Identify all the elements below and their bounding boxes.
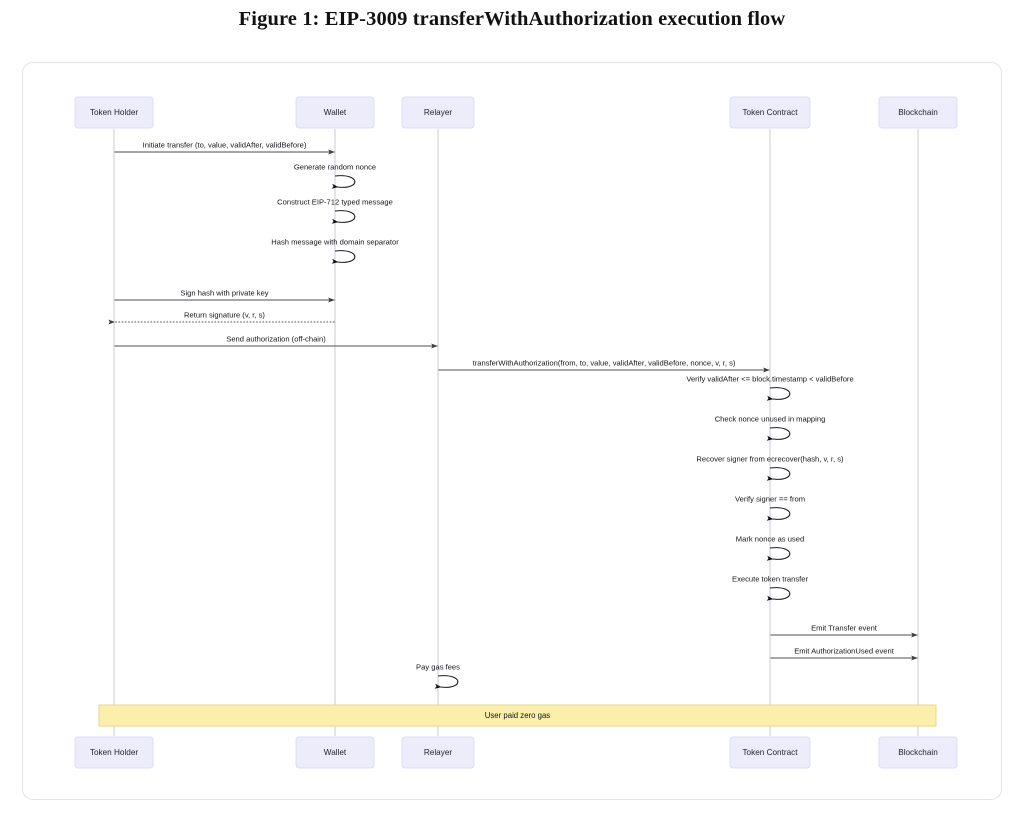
message-label: Pay gas fees bbox=[416, 663, 460, 672]
participant-label: Token Contract bbox=[742, 108, 798, 117]
page-title: Figure 1: EIP-3009 transferWithAuthoriza… bbox=[238, 8, 786, 30]
participant-relayer-top[interactable]: Relayer bbox=[401, 96, 475, 129]
participant-holder-bottom[interactable]: Token Holder bbox=[74, 736, 154, 769]
self-loop-arrow bbox=[766, 507, 791, 521]
participant-contract-bottom[interactable]: Token Contract bbox=[729, 736, 811, 769]
participant-relayer-bottom[interactable]: Relayer bbox=[401, 736, 475, 769]
lifelines-group bbox=[113, 129, 919, 736]
message-9: Verify validAfter <= block.timestamp < v… bbox=[686, 375, 854, 401]
diagram-card: Initiate transfer (to, value, validAfter… bbox=[22, 62, 1002, 800]
message-label: Sign hash with private key bbox=[180, 289, 268, 298]
participant-holder-top[interactable]: Token Holder bbox=[74, 96, 154, 129]
message-label: Initiate transfer (to, value, validAfter… bbox=[143, 141, 307, 150]
participant-label: Relayer bbox=[424, 108, 452, 117]
message-8: transferWithAuthorization(from, to, valu… bbox=[438, 359, 770, 373]
self-loop-arrow bbox=[766, 467, 791, 481]
self-loop-arrow bbox=[766, 547, 791, 561]
sequence-diagram: Initiate transfer (to, value, validAfter… bbox=[74, 96, 958, 769]
message-label: Check nonce unused in mapping bbox=[715, 415, 826, 424]
participant-box bbox=[401, 736, 475, 769]
participant-box bbox=[74, 736, 154, 769]
message-label: Verify validAfter <= block.timestamp < v… bbox=[686, 375, 853, 384]
message-3: Construct EIP-712 typed message bbox=[277, 198, 393, 224]
self-loop-arrow bbox=[331, 210, 356, 224]
message-14: Execute token transfer bbox=[732, 575, 808, 601]
message-label: Mark nonce as used bbox=[736, 535, 804, 544]
self-loop-arrow bbox=[766, 387, 791, 401]
message-1: Initiate transfer (to, value, validAfter… bbox=[114, 141, 335, 155]
participant-box bbox=[729, 96, 811, 129]
message-label: Generate random nonce bbox=[294, 163, 376, 172]
participant-wallet-bottom[interactable]: Wallet bbox=[295, 736, 375, 769]
participant-wallet-top[interactable]: Wallet bbox=[295, 96, 375, 129]
participant-label: Token Holder bbox=[90, 748, 139, 757]
note-box bbox=[98, 704, 937, 727]
message-16: Emit AuthorizationUsed event bbox=[770, 647, 918, 661]
message-label: Construct EIP-712 typed message bbox=[277, 198, 393, 207]
messages-group: Initiate transfer (to, value, validAfter… bbox=[108, 141, 918, 689]
participant-label: Wallet bbox=[324, 108, 347, 117]
message-7: Send authorization (off-chain) bbox=[114, 335, 438, 349]
message-10: Check nonce unused in mapping bbox=[715, 415, 826, 441]
participant-box bbox=[729, 736, 811, 769]
message-label: Execute token transfer bbox=[732, 575, 808, 584]
message-label: transferWithAuthorization(from, to, valu… bbox=[473, 359, 736, 368]
message-label: Verify signer == from bbox=[735, 495, 805, 504]
participant-label: Blockchain bbox=[898, 108, 938, 117]
note-user-paid-zero-gas: User paid zero gas bbox=[98, 704, 937, 727]
participants-top: Token Holder Wallet Relayer Token Contract B… bbox=[74, 96, 958, 129]
participant-box bbox=[401, 96, 475, 129]
participant-box bbox=[878, 96, 958, 129]
participant-label: Relayer bbox=[424, 748, 452, 757]
message-11: Recover signer from ecrecover(hash, v, r… bbox=[696, 455, 844, 481]
message-label: Recover signer from ecrecover(hash, v, r… bbox=[696, 455, 844, 464]
participants-bottom: Token Holder Wallet Relayer Token Contract B… bbox=[74, 736, 958, 769]
self-loop-arrow bbox=[766, 427, 791, 441]
note-label: User paid zero gas bbox=[485, 711, 551, 720]
message-13: Mark nonce as used bbox=[736, 535, 804, 561]
participant-label: Token Contract bbox=[742, 748, 798, 757]
participant-label: Token Holder bbox=[90, 108, 139, 117]
self-loop-arrow bbox=[766, 587, 791, 601]
participant-label: Wallet bbox=[324, 748, 347, 757]
message-label: Emit Transfer event bbox=[811, 624, 878, 633]
participant-label: Blockchain bbox=[898, 748, 938, 757]
participant-chain-top[interactable]: Blockchain bbox=[878, 96, 958, 129]
participant-chain-bottom[interactable]: Blockchain bbox=[878, 736, 958, 769]
participant-box bbox=[74, 96, 154, 129]
message-label: Hash message with domain separator bbox=[271, 238, 399, 247]
message-4: Hash message with domain separator bbox=[271, 238, 399, 264]
message-6: Return signature (v, r, s) bbox=[108, 311, 335, 325]
self-loop-arrow bbox=[331, 175, 356, 189]
participant-box bbox=[295, 96, 375, 129]
self-loop-arrow bbox=[434, 675, 459, 689]
participant-contract-top[interactable]: Token Contract bbox=[729, 96, 811, 129]
message-label: Send authorization (off-chain) bbox=[226, 335, 326, 344]
message-17: Pay gas fees bbox=[416, 663, 460, 689]
message-12: Verify signer == from bbox=[735, 495, 805, 521]
participant-box bbox=[878, 736, 958, 769]
participant-box bbox=[295, 736, 375, 769]
message-15: Emit Transfer event bbox=[770, 624, 918, 638]
message-label: Return signature (v, r, s) bbox=[184, 311, 265, 320]
message-2: Generate random nonce bbox=[294, 163, 376, 189]
self-loop-arrow bbox=[331, 250, 356, 264]
message-label: Emit AuthorizationUsed event bbox=[794, 647, 895, 656]
message-5: Sign hash with private key bbox=[114, 289, 335, 303]
